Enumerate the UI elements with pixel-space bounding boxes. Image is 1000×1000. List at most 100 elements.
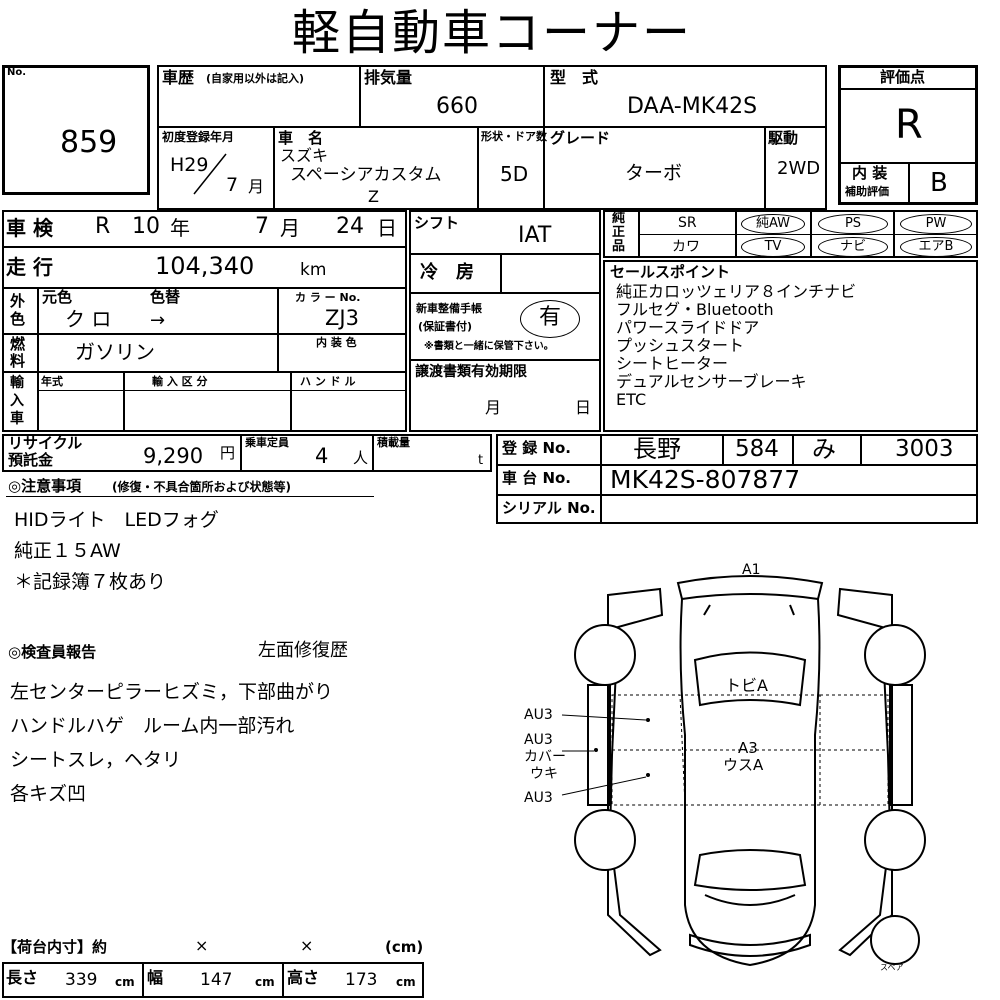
maintenance-label: 新車整備手帳	[416, 302, 482, 315]
report-aside: 左面修復歴	[258, 640, 348, 661]
equipment-label: 純正品	[612, 211, 626, 254]
doors-value: 5D	[500, 162, 529, 186]
cargo-length-unit: cm	[115, 975, 135, 989]
recycle-sub-label: 預託金	[8, 451, 54, 469]
recycle-unit: 円	[220, 444, 236, 462]
car-maker: スズキ	[280, 146, 329, 165]
report-list: 左センターピラーヒズミ，下部曲がり ハンドルハゲ ルーム内一部汚れ シートスレ，…	[10, 675, 333, 811]
history-note: (自家用以外は記入)	[206, 72, 305, 85]
maintenance-note: ※書類と一緒に保管下さい。	[424, 341, 554, 352]
inspection-month-unit: 月	[280, 216, 300, 240]
cargo-width-unit: cm	[255, 975, 275, 989]
serial-label: シリアル No.	[502, 499, 596, 517]
history-label: 車歴	[162, 68, 195, 87]
grade-value: ターボ	[625, 162, 683, 184]
selling-point: シートヒーター	[616, 354, 729, 373]
shift-block	[409, 210, 601, 432]
cargo-width: 147	[200, 970, 233, 990]
model-value: DAA-MK42S	[627, 94, 758, 119]
selling-point: デュアルセンサーブレーキ	[616, 372, 807, 391]
diagram-spare-label: スペア	[880, 963, 904, 972]
note-line: HIDライト LEDフォグ	[14, 509, 219, 531]
selling-points-label: セールスポイント	[610, 263, 731, 281]
equipment-aw: 純AW	[741, 214, 805, 234]
first-reg-month: 7	[226, 174, 239, 196]
selling-points-list: 純正カロッツェリア８インチナビ フルセグ・Bluetooth パワースライドドア…	[616, 283, 856, 409]
recycle-label: リサイクル	[8, 434, 83, 452]
import-class-label: 輸 入 区 分	[152, 375, 208, 388]
inspection-day: 24	[336, 214, 364, 239]
transfer-label: 譲渡書類有効期限	[415, 364, 527, 380]
car-name: スペーシアカスタム	[290, 165, 442, 185]
report-line: 左センターピラーヒズミ，下部曲がり	[10, 681, 334, 703]
load-label: 積載量	[377, 436, 410, 449]
maintenance-sub-label: (保証書付)	[418, 320, 473, 333]
report-line: 各キズ凹	[10, 783, 87, 805]
registration-area: 長野	[633, 435, 681, 463]
import-label: 輸入車	[10, 375, 24, 427]
grade-label: グレード	[550, 129, 611, 147]
selling-point: パワースライドドア	[616, 318, 760, 337]
color-outer-label: 外色	[10, 292, 26, 328]
capacity-label: 乗車定員	[245, 436, 289, 449]
orig-color: ク ロ	[65, 307, 112, 331]
doors-label: 形状・ドア数	[481, 130, 547, 143]
diagram-center-label-2: ウスA	[723, 756, 764, 774]
chassis-value: MK42S-807877	[610, 465, 801, 494]
drive-value: 2WD	[777, 158, 821, 179]
selling-points-block	[603, 260, 978, 432]
chassis-label: 車 台 No.	[502, 469, 572, 487]
lot-number-label: No.	[7, 67, 27, 78]
recycle-block	[2, 434, 492, 472]
car-suffix: Z	[368, 187, 379, 206]
model-label: 型 式	[550, 68, 599, 87]
cargo-x-2: ×	[300, 936, 314, 955]
aircon-label: 冷 房	[420, 262, 474, 283]
notes-sub-label: (修復・不具合箇所および状態等)	[112, 480, 291, 494]
color-code-label: カ ラ ー No.	[295, 291, 361, 304]
grade-score-label: 評価点	[880, 68, 926, 86]
change-color-label: 色替	[150, 288, 181, 306]
selling-point: フルセグ・Bluetooth	[616, 300, 774, 319]
maintenance-value: 有	[520, 300, 580, 338]
notes-list: HIDライト LEDフォグ 純正１５AW ＊記録簿７枚あり	[14, 505, 219, 598]
cargo-height-unit: cm	[396, 975, 416, 989]
first-reg-label: 初度登録年月	[162, 130, 235, 144]
color-code: ZJ3	[325, 306, 359, 330]
interior-color-label: 内 装 色	[316, 336, 357, 349]
displacement-label: 排気量	[364, 68, 413, 87]
registration-number: 3003	[895, 436, 954, 462]
registration-class: 584	[735, 436, 779, 462]
diagram-hood-label: トビA	[725, 676, 768, 695]
capacity-unit: 人	[353, 449, 369, 467]
note-line: 純正１５AW	[14, 540, 121, 562]
equipment-tv: TV	[741, 237, 805, 257]
selling-point: 純正カロッツェリア８インチナビ	[616, 282, 857, 301]
shift-label: シフト	[414, 214, 460, 232]
transfer-month-unit: 月	[485, 398, 502, 417]
cargo-length-label: 長さ	[6, 968, 39, 987]
car-name-label: 車 名	[278, 129, 324, 147]
interior-score: B	[930, 168, 948, 198]
load-unit: t	[478, 453, 484, 468]
drive-label: 駆動	[768, 129, 799, 147]
inspection-era: R	[95, 214, 111, 239]
recycle-value: 9,290	[143, 444, 204, 468]
orig-color-label: 元色	[42, 288, 73, 306]
inspection-day-unit: 日	[377, 216, 397, 240]
page-title: 軽自動車コーナー	[292, 5, 693, 61]
notes-label: ◎注意事項	[8, 477, 82, 495]
inspection-year: 10	[132, 214, 160, 239]
import-year-label: 年式	[41, 375, 63, 388]
transfer-day-unit: 日	[575, 398, 592, 417]
inspection-block	[2, 210, 407, 432]
equipment-ps: PS	[818, 214, 888, 234]
equipment-navi: ナビ	[818, 237, 888, 257]
selling-point: ETC	[616, 390, 647, 409]
shift-value: IAT	[518, 223, 552, 248]
registration-kana: み	[812, 435, 836, 463]
first-reg-year: H29	[170, 154, 209, 176]
handle-label: ハ ン ド ル	[300, 375, 356, 388]
lot-number: 859	[60, 125, 118, 160]
car-damage-diagram	[561, 575, 926, 967]
